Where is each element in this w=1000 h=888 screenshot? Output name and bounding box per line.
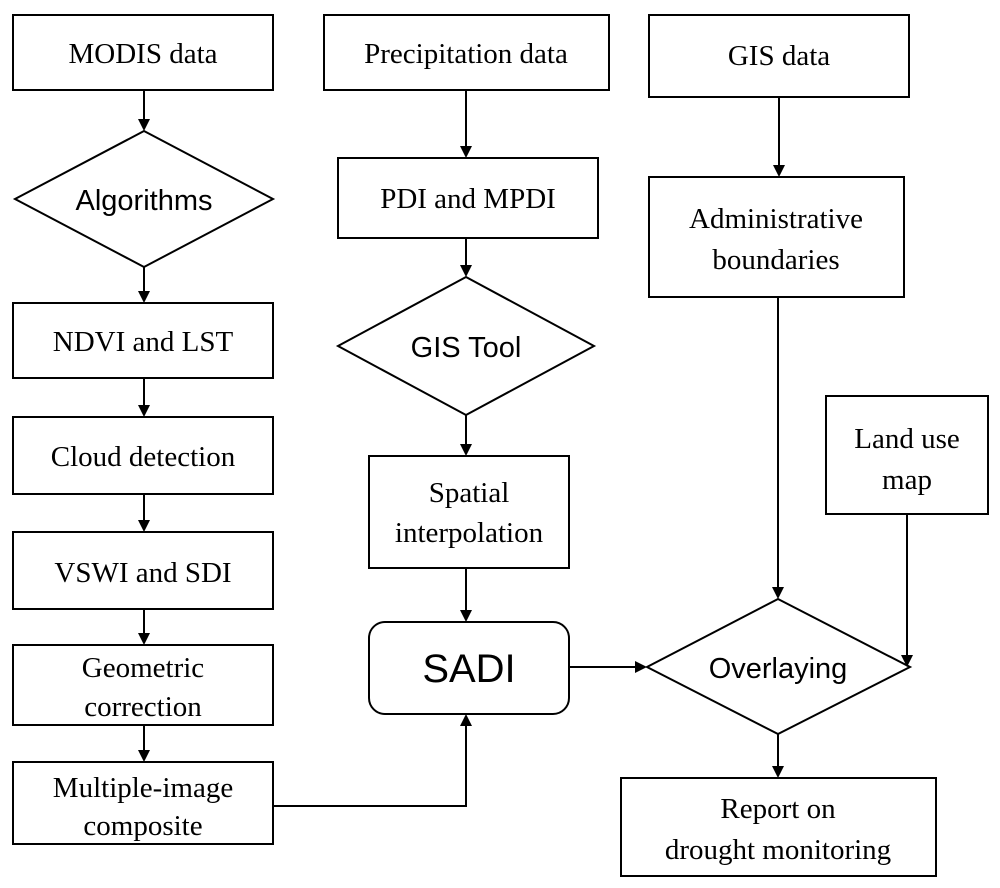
gis-tool-label: GIS Tool: [411, 332, 522, 364]
node-overlaying: Overlaying: [644, 597, 913, 736]
node-administrative-boundaries: Administrative boundaries: [648, 176, 905, 298]
cloud-detection-label: Cloud detection: [51, 441, 236, 473]
vswi-sdi-label: VSWI and SDI: [54, 557, 231, 589]
node-ndvi-lst: NDVI and LST: [12, 302, 274, 379]
node-report: Report on drought monitoring: [620, 777, 937, 877]
algorithms-label: Algorithms: [76, 185, 213, 217]
node-vswi-sdi: VSWI and SDI: [12, 531, 274, 610]
report-line-2: drought monitoring: [665, 834, 891, 866]
multiple-image-composite-line-2: composite: [83, 810, 202, 842]
sadi-label: SADI: [422, 647, 515, 691]
administrative-boundaries-line-2: boundaries: [712, 244, 839, 276]
modis-data-label: MODIS data: [68, 38, 217, 70]
node-land-use-map: Land use map: [825, 395, 989, 515]
spatial-interpolation-line-2: interpolation: [395, 517, 544, 549]
administrative-boundaries-line-1: Administrative: [689, 203, 863, 235]
node-geometric-correction: Geometric correction: [12, 644, 274, 726]
overlaying-label: Overlaying: [709, 653, 848, 685]
node-modis-data: MODIS data: [12, 14, 274, 91]
node-algorithms: Algorithms: [12, 129, 276, 269]
multiple-image-composite-line-1: Multiple-image: [53, 772, 233, 804]
node-spatial-interpolation: Spatial interpolation: [368, 455, 570, 569]
node-multiple-image-composite: Multiple-image composite: [12, 761, 274, 845]
arrow-composite-to-sadi: [273, 714, 472, 807]
geometric-correction-line-1: Geometric: [82, 652, 204, 684]
land-use-map-line-2: map: [882, 464, 932, 496]
precipitation-data-label: Precipitation data: [364, 38, 568, 70]
node-gis-data: GIS data: [648, 14, 910, 98]
spatial-interpolation-line-1: Spatial: [429, 477, 510, 509]
land-use-map-line-1: Land use: [854, 423, 960, 455]
pdi-mpdi-label: PDI and MPDI: [380, 183, 556, 215]
node-pdi-mpdi: PDI and MPDI: [337, 157, 599, 239]
report-line-1: Report on: [720, 793, 836, 825]
node-cloud-detection: Cloud detection: [12, 416, 274, 495]
node-sadi: SADI: [368, 621, 570, 715]
node-precipitation-data: Precipitation data: [323, 14, 610, 91]
node-gis-tool: GIS Tool: [335, 275, 597, 417]
ndvi-lst-label: NDVI and LST: [53, 326, 234, 358]
gis-data-label: GIS data: [728, 40, 830, 72]
geometric-correction-line-2: correction: [84, 691, 202, 723]
